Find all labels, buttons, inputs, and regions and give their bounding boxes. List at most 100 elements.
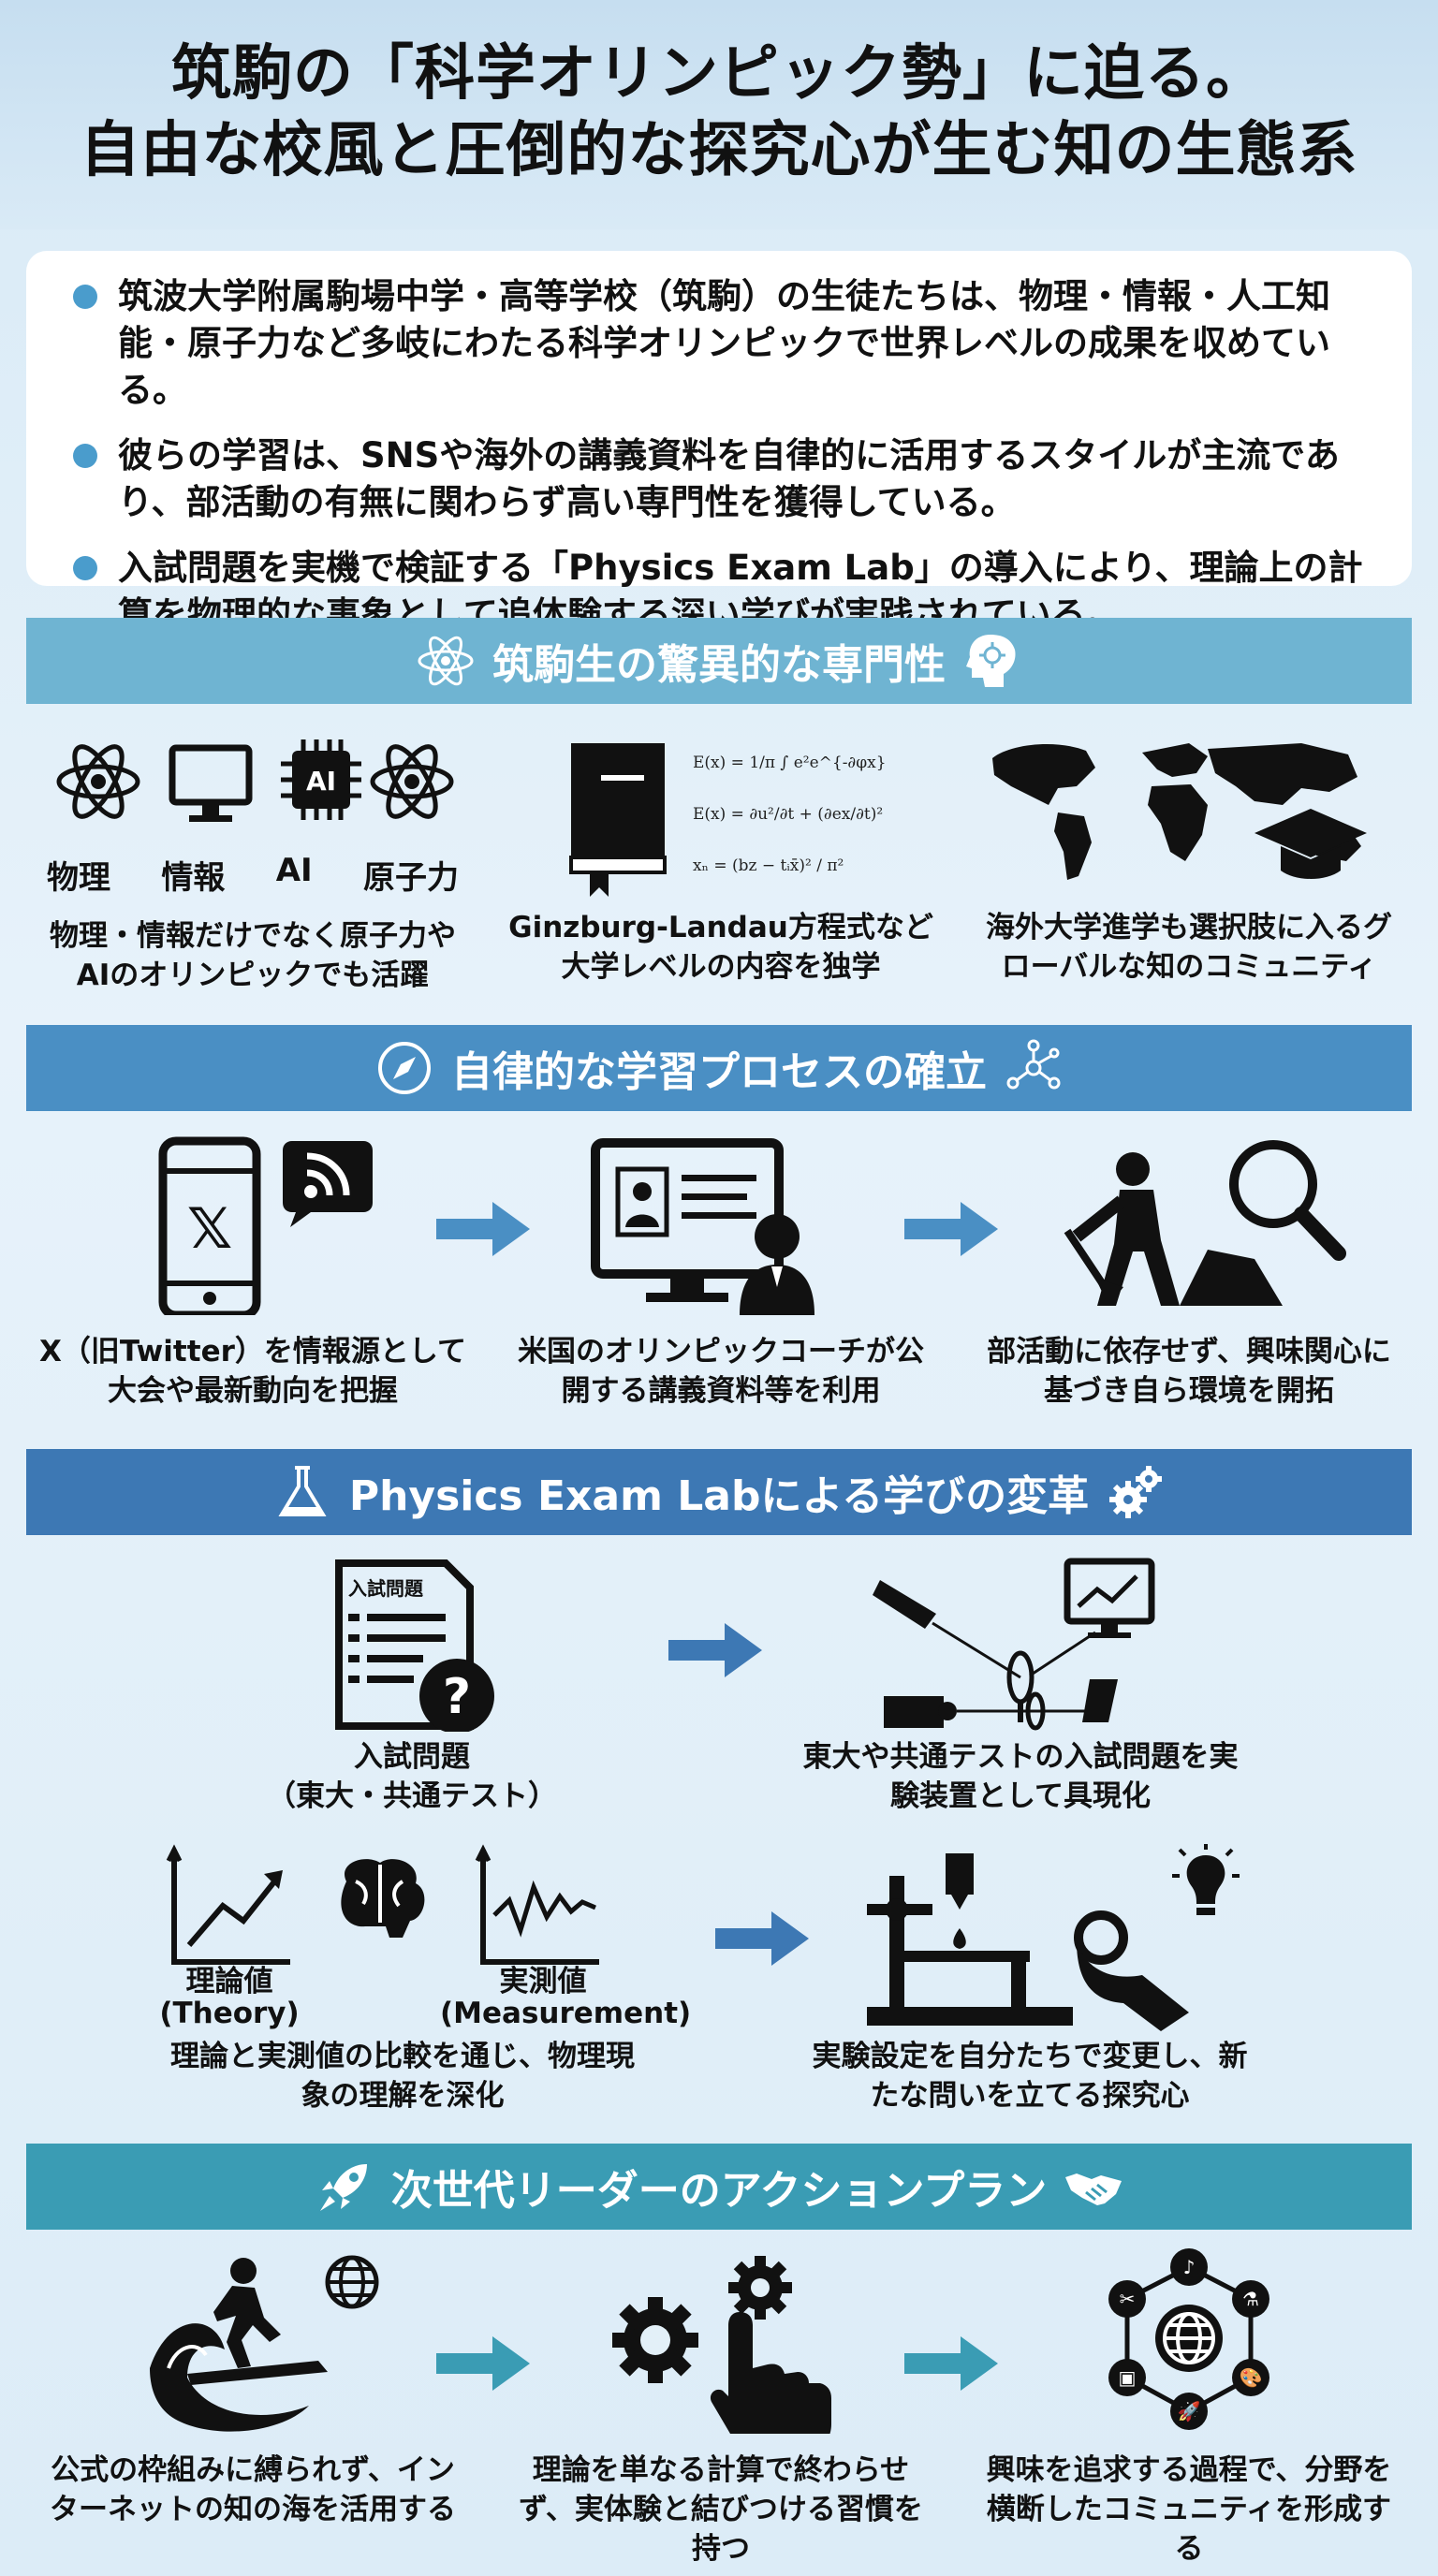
digging-person-icon: [1064, 1152, 1283, 1306]
svg-text:✂: ✂: [1120, 2288, 1136, 2310]
section-expertise-header: 筑駒生の驚異的な専門性: [26, 618, 1412, 704]
doc-label: 入試問題: [348, 1577, 424, 1600]
magnifier-icon: [1229, 1140, 1346, 1261]
experiment-caption: 実験設定を自分たちで変更し、新たな問いを立てる探究心: [812, 2040, 1248, 2113]
theory-measurement-illustration: [166, 1844, 599, 1965]
exam-device: 東大や共通テストの入試問題を実験装置として具現化: [796, 1554, 1245, 1816]
subject-icons: AI: [56, 739, 454, 822]
graduation-cap-icon: [1255, 809, 1367, 879]
equation-text: E(x) = 1/π ∫ e²e^{-∂φx}: [693, 754, 887, 772]
summary-box: 筑波大学附属駒場中学・高等学校（筑駒）の生徒たちは、物理・情報・人工知能・原子力…: [26, 251, 1412, 635]
surfer-illustration: [150, 2255, 379, 2432]
atom-icon: [56, 744, 140, 819]
arrow-right-icon: [668, 1623, 762, 1677]
theory-measurement: 理論値 (Theory) 実測値 (Measurement) 理論と実測値の比較…: [159, 1844, 691, 2115]
document-question-icon: 入試問題 ?: [335, 1559, 494, 1732]
person-icon: [740, 1214, 814, 1315]
equation-text: xₙ = (bz − tᵢx̄)² / π²: [693, 856, 844, 875]
title-line-1: 筑駒の「科学オリンピック勢」に迫る。: [171, 39, 1267, 109]
bullet-dot: [73, 285, 97, 309]
exam-document-illustration: 入試問題 ?: [335, 1559, 494, 1732]
subject-label: 情報: [161, 859, 226, 897]
world-map-illustration: [992, 743, 1367, 880]
learning-sns: 𝕏 X（旧Twitter）を情報源として大会や最新動向を把握: [37, 1128, 468, 1411]
subject-label: 原子力: [363, 859, 459, 897]
phone-icon: 𝕏: [158, 1136, 261, 1315]
book-icon: [569, 743, 667, 897]
svg-text:🎨: 🎨: [1240, 2366, 1263, 2389]
globe-icon: [325, 2255, 379, 2309]
experiment-setup: 実験設定を自分たちで変更し、新たな問いを立てる探究心: [805, 1844, 1255, 2115]
action-community: ♪⚗🎨 🚀▣✂ 興味を追求する過程で、分野を横断したコミュニティを形成する: [974, 2247, 1404, 2569]
measurement-chart-icon: [475, 1844, 599, 1965]
bullet-dot: [73, 444, 97, 468]
expertise-subjects: AI 物理 情報 AI 原子力 物理・情報だけでなく原子力やAIのオリンピックで…: [37, 730, 468, 995]
learning-caption: 米国のオリンピックコーチが公開する講義資料等を利用: [518, 1335, 924, 1408]
world-map-icon: [992, 743, 1361, 880]
summary-item: 筑波大学附属駒場中学・高等学校（筑駒）の生徒たちは、物理・情報・人工知能・原子力…: [73, 273, 1374, 414]
equation-text: E(x) = ∂u²/∂t + (∂ex/∂t)²: [693, 805, 883, 824]
pointing-hand-icon: [711, 2312, 831, 2434]
summary-item: 彼らの学習は、SNSや海外の講義資料を自律的に活用するスタイルが主流であり、部活…: [73, 432, 1374, 526]
phone-sns-illustration: 𝕏: [158, 1136, 373, 1315]
brain-icon: [341, 1859, 425, 1938]
chart-labels: 理論値 (Theory) 実測値 (Measurement): [159, 1965, 691, 2031]
arrow-right-icon: [904, 1202, 998, 1256]
header: 筑駒の「科学オリンピック勢」に迫る。 自由な校風と圧倒的な探究心が生む知の生態系: [0, 0, 1438, 229]
laser-apparatus-icon: [873, 1558, 1155, 1731]
action-practice: 理論を単なる計算で終わらせず、実体験と結びつける習慣を持つ: [506, 2247, 936, 2569]
bullet-dot: [73, 556, 97, 580]
lightbulb-icon: [1172, 1844, 1240, 1915]
action-caption: 理論を単なる計算で終わらせず、実体験と結びつける習慣を持つ: [519, 2453, 923, 2566]
equations: E(x) = 1/π ∫ e²e^{-∂φx} E(x) = ∂u²/∂t + …: [693, 754, 887, 875]
subject-label: 物理: [47, 859, 110, 897]
arrow-right-icon: [436, 2336, 530, 2391]
gear-icon: [612, 2297, 698, 2383]
rocket-icon: [315, 2157, 374, 2217]
action-caption: 興味を追求する過程で、分野を横断したコミュニティを形成する: [986, 2453, 1392, 2566]
learning-caption: 部活動に依存せず、興味関心に基づき自ら環境を開拓: [987, 1335, 1391, 1408]
experiment-illustration: [867, 1844, 1240, 2031]
section-action-header: 次世代リーダーのアクションプラン: [26, 2144, 1412, 2230]
action-caption: 公式の枠組みに縛られず、インターネットの知の海を活用する: [50, 2453, 456, 2526]
exam-problem: 入試問題 ? 入試問題 （東大・共通テスト）: [215, 1554, 609, 1816]
summary-text: 彼らの学習は、SNSや海外の講義資料を自律的に活用するスタイルが主流であり、部活…: [118, 435, 1340, 522]
section-learning-header: 自律的な学習プロセスの確立: [26, 1025, 1412, 1111]
arrow-right-icon: [904, 2336, 998, 2391]
svg-text:♪: ♪: [1183, 2256, 1196, 2278]
community-network-illustration: ♪⚗🎨 🚀▣✂: [1108, 2248, 1269, 2430]
rss-bubble-icon: [283, 1141, 373, 1227]
theory-label: 理論値 (Theory): [159, 1965, 300, 2030]
subject-label: AI: [275, 852, 313, 889]
expertise-caption: 海外大学進学も選択肢に入るグローバルな知のコミュニティ: [986, 911, 1392, 984]
expertise-caption: 物理・情報だけでなく原子力やAIのオリンピックでも活躍: [50, 919, 456, 992]
expertise-selfstudy: E(x) = 1/π ∫ e²e^{-∂φx} E(x) = ∂u²/∂t + …: [506, 730, 936, 987]
flask-icon: [272, 1462, 332, 1522]
lecture-monitor-illustration: [591, 1138, 814, 1315]
gears-hand-illustration: [612, 2256, 831, 2434]
expertise-caption: Ginzburg-Landau方程式など大学レベルの内容を独学: [508, 911, 933, 984]
chip-label: AI: [306, 766, 336, 797]
title-line-2: 自由な校風と圧倒的な探究心が生む知の生態系: [80, 116, 1358, 185]
handshake-icon: [1064, 2157, 1123, 2217]
gear-icon: [728, 2256, 792, 2320]
atom-icon: [370, 744, 454, 819]
rising-chart-icon: [166, 1844, 290, 1965]
svg-text:▣: ▣: [1119, 2366, 1137, 2389]
experiment-rig-icon: [867, 1853, 1073, 2026]
section-title: 筑駒生の驚異的な専門性: [492, 641, 946, 689]
summary-text: 筑波大学附属駒場中学・高等学校（筑駒）の生徒たちは、物理・情報・人工知能・原子力…: [118, 276, 1330, 410]
learning-caption: X（旧Twitter）を情報源として大会や最新動向を把握: [39, 1335, 466, 1408]
community-network-icon: ♪⚗🎨 🚀▣✂: [1108, 2248, 1269, 2430]
section-title: 自律的な学習プロセスの確立: [451, 1048, 987, 1096]
svg-text:?: ?: [443, 1669, 471, 1725]
compass-icon: [374, 1038, 434, 1098]
atom-icon: [416, 631, 476, 691]
digging-explorer-illustration: [1064, 1140, 1346, 1306]
subject-labels: 物理 情報 AI 原子力: [47, 852, 459, 898]
svg-text:🚀: 🚀: [1178, 2400, 1201, 2422]
expertise-global: 海外大学進学も選択肢に入るグローバルな知のコミュニティ: [974, 730, 1404, 987]
learning-lecture: 米国のオリンピックコーチが公開する講義資料等を利用: [506, 1128, 936, 1411]
surfer-wave-icon: [150, 2258, 328, 2432]
ai-chip-icon: AI: [281, 739, 361, 820]
